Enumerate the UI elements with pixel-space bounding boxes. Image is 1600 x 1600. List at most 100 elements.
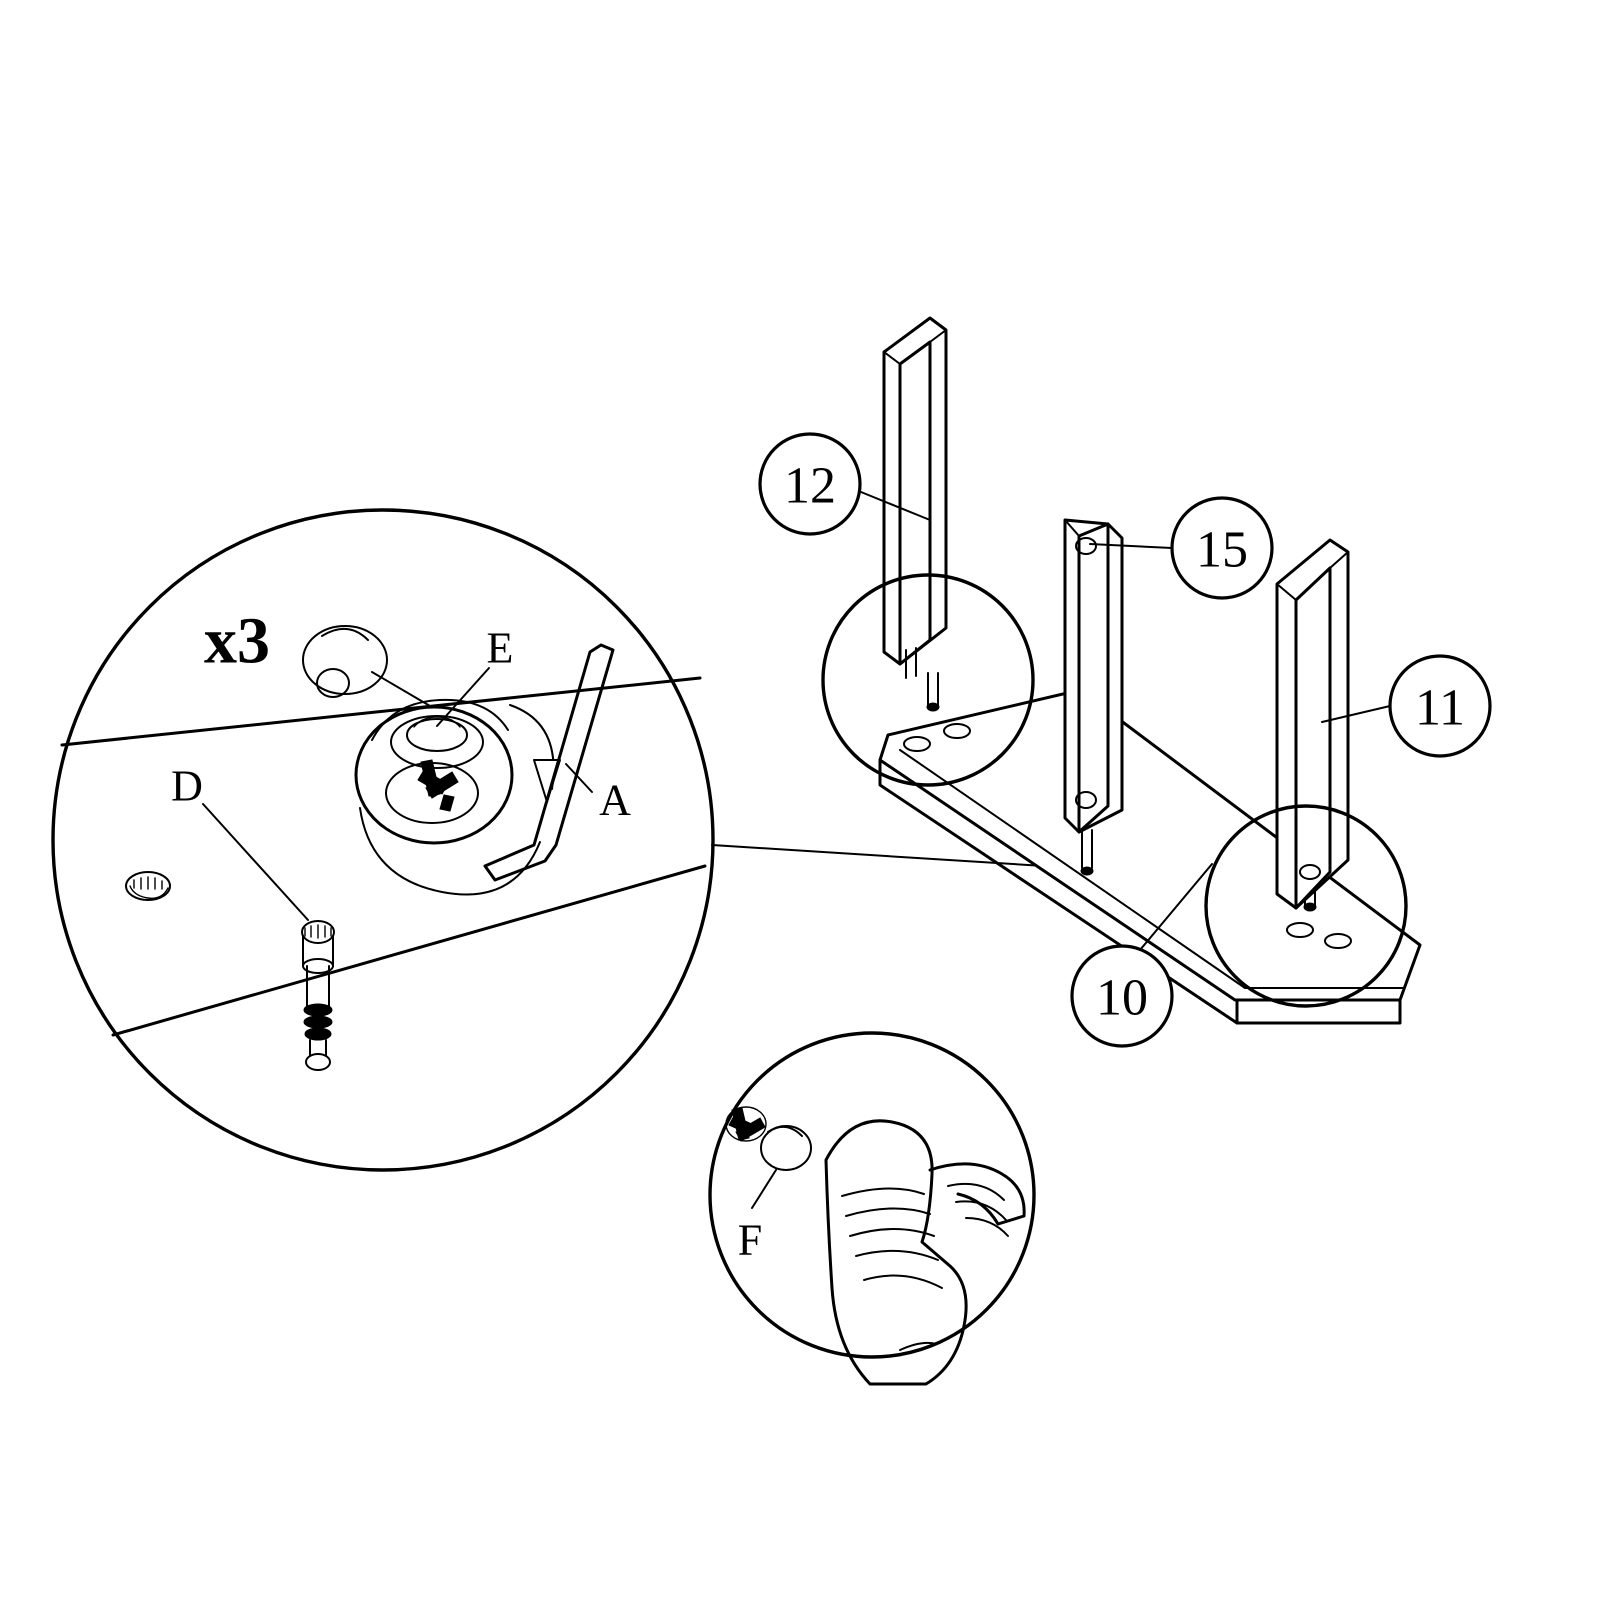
- callout-15: 15: [1089, 496, 1274, 600]
- thumb-outline: [824, 1119, 968, 1386]
- callout-11: 11: [1321, 654, 1492, 758]
- base-peg-cap-left: [926, 702, 940, 712]
- base-peg-cap-right: [1303, 902, 1317, 912]
- bolt-thread-1: [303, 1003, 333, 1017]
- panel-assembly-group: 12 15 11 10: [758, 316, 1492, 1048]
- cap-arc: [321, 628, 369, 641]
- cap-leader-group: [302, 625, 431, 707]
- thumb-knuckle-2: [845, 1207, 931, 1217]
- hand-fold-2: [955, 1200, 1007, 1221]
- allen-key-top-edge: [589, 644, 602, 653]
- callout-15-label: 15: [1196, 522, 1248, 579]
- rotation-arc: [359, 807, 541, 896]
- bolt-head-ellipse: [301, 920, 335, 944]
- right-panel-11: [1275, 538, 1350, 910]
- bolt-thread-2: [303, 1015, 333, 1029]
- bolt-head-knurl: [304, 924, 332, 939]
- cover-cap-disc: [760, 1125, 812, 1171]
- hand-fold-1: [947, 1182, 1005, 1201]
- thumb-knuckle-1: [841, 1187, 925, 1197]
- bolt-tip: [305, 1053, 331, 1071]
- allen-key-shape: [483, 643, 615, 882]
- cap-ellipse-outer: [302, 625, 388, 695]
- callout-10: 10: [1070, 863, 1213, 1048]
- thumb-knuckle-5: [863, 1274, 943, 1289]
- left-panel-top-bevel-2: [929, 329, 947, 343]
- cam-bolt-dowel: [301, 920, 335, 1071]
- leader-line-D: [202, 803, 309, 921]
- base-hole-3: [1286, 922, 1314, 938]
- detail-circle-outline: [51, 508, 715, 1172]
- joint-zoom-circle-left: [821, 573, 1035, 787]
- part-label-D: D: [171, 762, 203, 811]
- center-panel-side-face: [1077, 522, 1110, 834]
- base-hole-1: [903, 736, 931, 752]
- quantity-label: x3: [204, 605, 270, 678]
- dowel-hole-ellipse: [125, 871, 171, 901]
- bolt-thread-group: [303, 1003, 333, 1041]
- bolt-neck: [302, 935, 334, 967]
- cam-slot-sym-ring: [725, 1106, 767, 1142]
- callout-11-label: 11: [1415, 680, 1465, 737]
- center-panel-top-bevel: [1064, 519, 1080, 537]
- joint-zoom-circle-right: [1204, 804, 1408, 1008]
- leader-line-F: [751, 1169, 777, 1209]
- right-panel-body: [1275, 538, 1350, 910]
- hand-side-outline: [928, 1162, 1026, 1226]
- base-hole-2: [943, 723, 971, 739]
- callout-12-leader: [860, 491, 931, 521]
- bolt-shaft: [306, 965, 330, 1007]
- cap-leader-line: [371, 671, 431, 707]
- cam-lock-detail-group: E A D: [51, 508, 715, 1172]
- left-panel-body: [882, 316, 948, 666]
- callout-11-leader: [1321, 705, 1391, 723]
- center-panel-hole-top: [1075, 537, 1097, 555]
- base-panel-left-edge: [879, 734, 889, 761]
- allen-key-outline: [483, 643, 615, 882]
- cam-disc-core-arc: [413, 716, 461, 728]
- callout-12-circle: [758, 432, 862, 536]
- center-dowel-peg: [1080, 829, 1094, 876]
- hand-fold-3: [965, 1217, 1009, 1237]
- hand-thumb-illustration: [824, 1119, 1026, 1386]
- callout-10-label: 10: [1096, 970, 1148, 1027]
- callout-12-label: 12: [784, 458, 836, 515]
- cap-ellipse-inner: [316, 668, 350, 698]
- cam-slot-arm-4: [439, 794, 455, 812]
- cover-cap-detail-group: F: [708, 1031, 1036, 1386]
- panel-edge-top-line: [60, 676, 702, 747]
- dowel-hole-shade: [129, 885, 169, 899]
- part-label-A: A: [599, 776, 631, 825]
- center-panel-body: [1063, 518, 1124, 834]
- cam-disc-inner-ellipse: [390, 715, 484, 769]
- callout-15-leader: [1089, 543, 1173, 549]
- part-label-F: F: [738, 1216, 762, 1265]
- bolt-collar: [302, 958, 334, 974]
- callout-10-circle: [1070, 944, 1174, 1048]
- base-panel-left-holes: [903, 672, 971, 752]
- base-hole-4: [1324, 933, 1352, 949]
- cam-slot-symbol: [725, 1106, 767, 1142]
- right-panel-top-bevel-2: [1329, 551, 1349, 569]
- center-panel-hole-bottom: [1075, 791, 1097, 809]
- right-panel-top-bevel: [1276, 583, 1297, 601]
- base-dowel-peg-left: [927, 672, 939, 706]
- cam-slot-arm-3: [420, 759, 441, 797]
- cam-disc-outer: [354, 705, 514, 845]
- thumb-knuckle-4: [855, 1249, 939, 1261]
- leader-line-A: [565, 763, 593, 793]
- thumb-knuckle-3: [849, 1228, 935, 1237]
- dowel-hole-ribs: [133, 876, 163, 890]
- cam-lock-disc-cluster: [354, 698, 561, 896]
- left-panel-top-bevel: [883, 351, 901, 365]
- callout-12: 12: [758, 432, 931, 536]
- center-peg-shaft: [1081, 829, 1093, 869]
- cam-disc-top-arc: [371, 698, 509, 741]
- left-panel-peg-shaft: [905, 647, 917, 679]
- left-panel-12: [882, 316, 948, 679]
- left-panel-side-face: [898, 340, 932, 666]
- wrist-line: [899, 1341, 937, 1351]
- part-label-E: E: [487, 624, 514, 673]
